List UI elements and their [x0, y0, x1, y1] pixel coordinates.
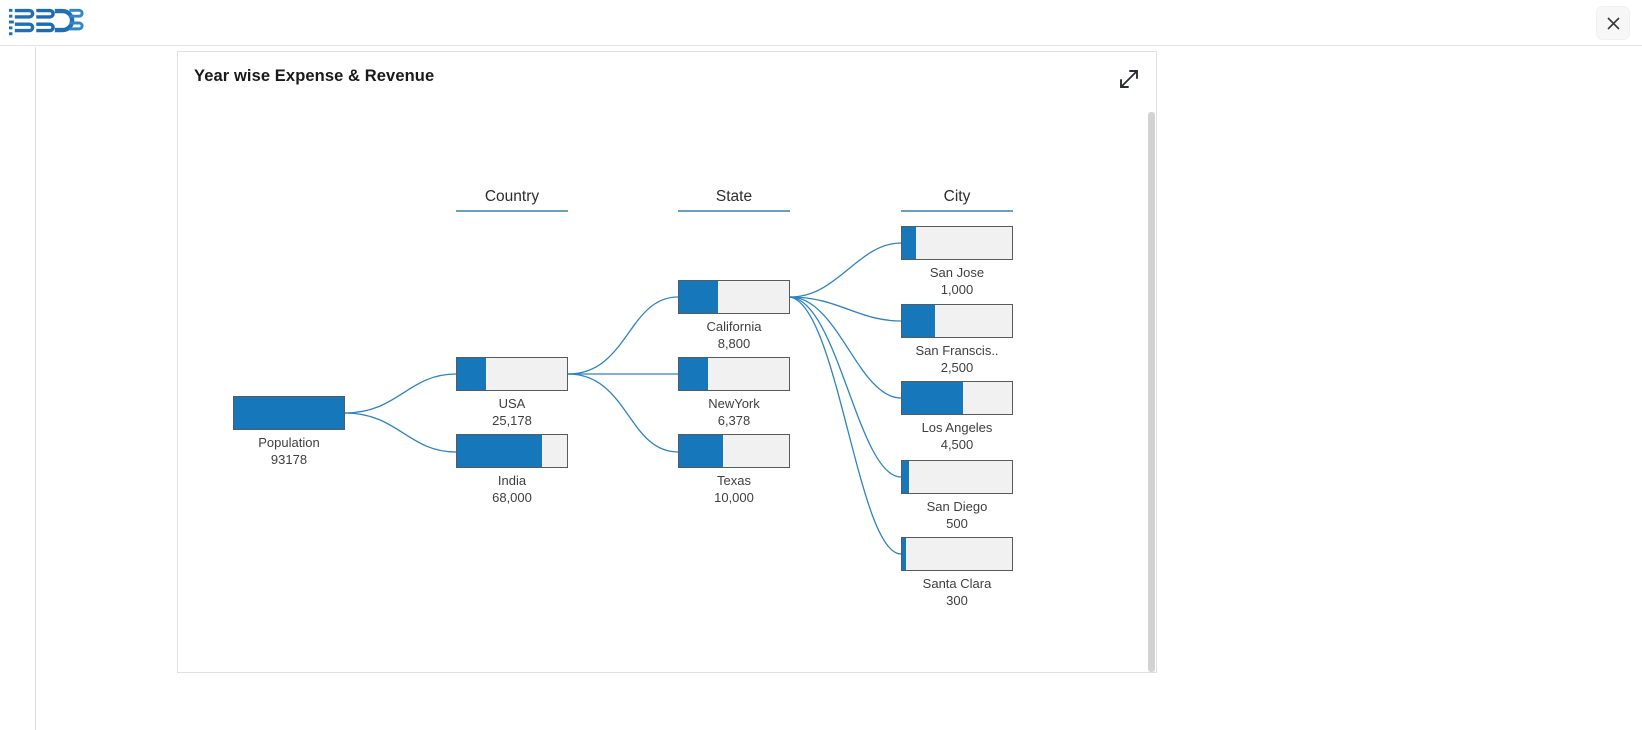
node-fill	[234, 397, 344, 429]
page-title: Year wise Expense & Revenue	[194, 67, 435, 85]
node-fill	[902, 382, 963, 414]
node-label-newyork: NewYork 6,378	[708, 396, 760, 428]
node-usa[interactable]	[456, 357, 568, 391]
column-header-state: State	[678, 188, 790, 212]
node-fill	[679, 281, 718, 313]
node-san-diego[interactable]	[901, 460, 1013, 494]
node-label-san-jose: San Jose 1,000	[929, 265, 985, 297]
header-underline	[678, 210, 790, 212]
card-scrollbar[interactable]	[1148, 112, 1155, 672]
bdb-logo[interactable]	[8, 5, 86, 41]
column-header-city: City	[901, 188, 1013, 212]
node-population[interactable]	[233, 396, 345, 430]
node-los-angeles[interactable]	[901, 381, 1013, 415]
node-fill	[902, 538, 907, 570]
node-san-francisco[interactable]	[901, 304, 1013, 338]
header-underline	[901, 210, 1013, 212]
left-rail	[0, 47, 36, 730]
node-label-india: India 68,000	[492, 473, 532, 505]
column-header-country: Country	[456, 188, 568, 212]
node-fill	[679, 358, 708, 390]
node-india[interactable]	[456, 434, 568, 468]
node-fill	[457, 358, 486, 390]
top-bar	[0, 0, 1642, 46]
tree-chart: Country State City Population 93178 USA …	[178, 100, 1156, 672]
expand-diagonal-icon[interactable]	[1116, 66, 1142, 92]
node-label-san-diego: San Diego 500	[926, 499, 988, 531]
node-label-san-francisco: San Franscis.. 2,500	[915, 343, 999, 375]
node-label-population: Population 93178	[258, 435, 320, 467]
node-california[interactable]	[678, 280, 790, 314]
header-underline	[456, 210, 568, 212]
node-santa-clara[interactable]	[901, 537, 1013, 571]
node-fill	[902, 305, 935, 337]
tree-links	[344, 242, 902, 555]
close-icon[interactable]	[1596, 6, 1630, 40]
scrollbar-thumb[interactable]	[1148, 112, 1155, 672]
node-label-texas: Texas 10,000	[714, 473, 754, 505]
node-san-jose[interactable]	[901, 226, 1013, 260]
node-label-los-angeles: Los Angeles 4,500	[921, 420, 993, 452]
node-newyork[interactable]	[678, 357, 790, 391]
node-fill	[902, 461, 909, 493]
chart-card: Year wise Expense & Revenue	[177, 51, 1157, 673]
node-fill	[457, 435, 542, 467]
node-label-usa: USA 25,178	[492, 396, 532, 428]
node-texas[interactable]	[678, 434, 790, 468]
node-fill	[902, 227, 917, 259]
node-fill	[679, 435, 723, 467]
node-label-california: California 8,800	[706, 319, 762, 351]
node-label-santa-clara: Santa Clara 300	[922, 576, 992, 608]
